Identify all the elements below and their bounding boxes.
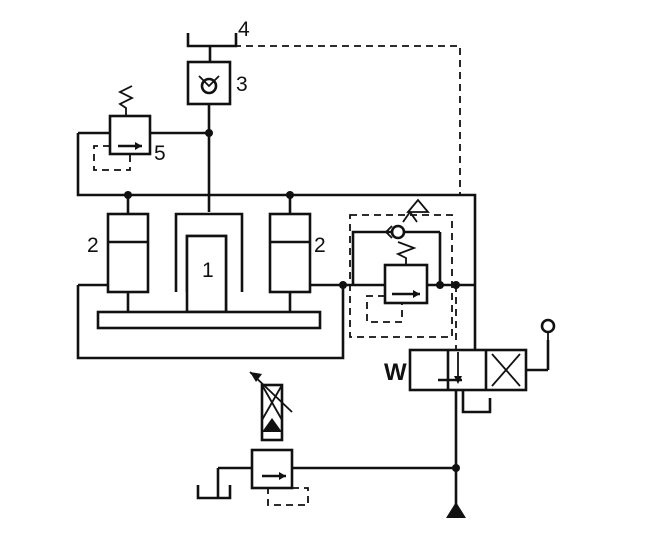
cylinder-1 (174, 212, 244, 314)
cylinder-2-left (106, 212, 150, 312)
label-2-left: 2 (87, 234, 99, 257)
label-3: 3 (236, 73, 248, 96)
platen (96, 310, 322, 330)
pilot-relief-assembly (349, 198, 475, 350)
adjustable-relief-valve (196, 371, 456, 506)
label-2-right: 2 (314, 234, 326, 257)
label-w: W (384, 359, 407, 386)
check-valve-3 (186, 60, 232, 133)
relief-valve-5 (78, 85, 213, 171)
label-5: 5 (154, 142, 166, 165)
return-loop (76, 285, 345, 360)
directional-valve-w (408, 318, 556, 505)
header-line (76, 133, 477, 360)
label-4: 4 (238, 18, 250, 41)
cylinder-2-right (268, 212, 312, 312)
tank-4 (186, 33, 238, 62)
label-1: 1 (202, 259, 214, 282)
pilot-line-top (222, 45, 461, 195)
pump-arrow (446, 502, 466, 518)
